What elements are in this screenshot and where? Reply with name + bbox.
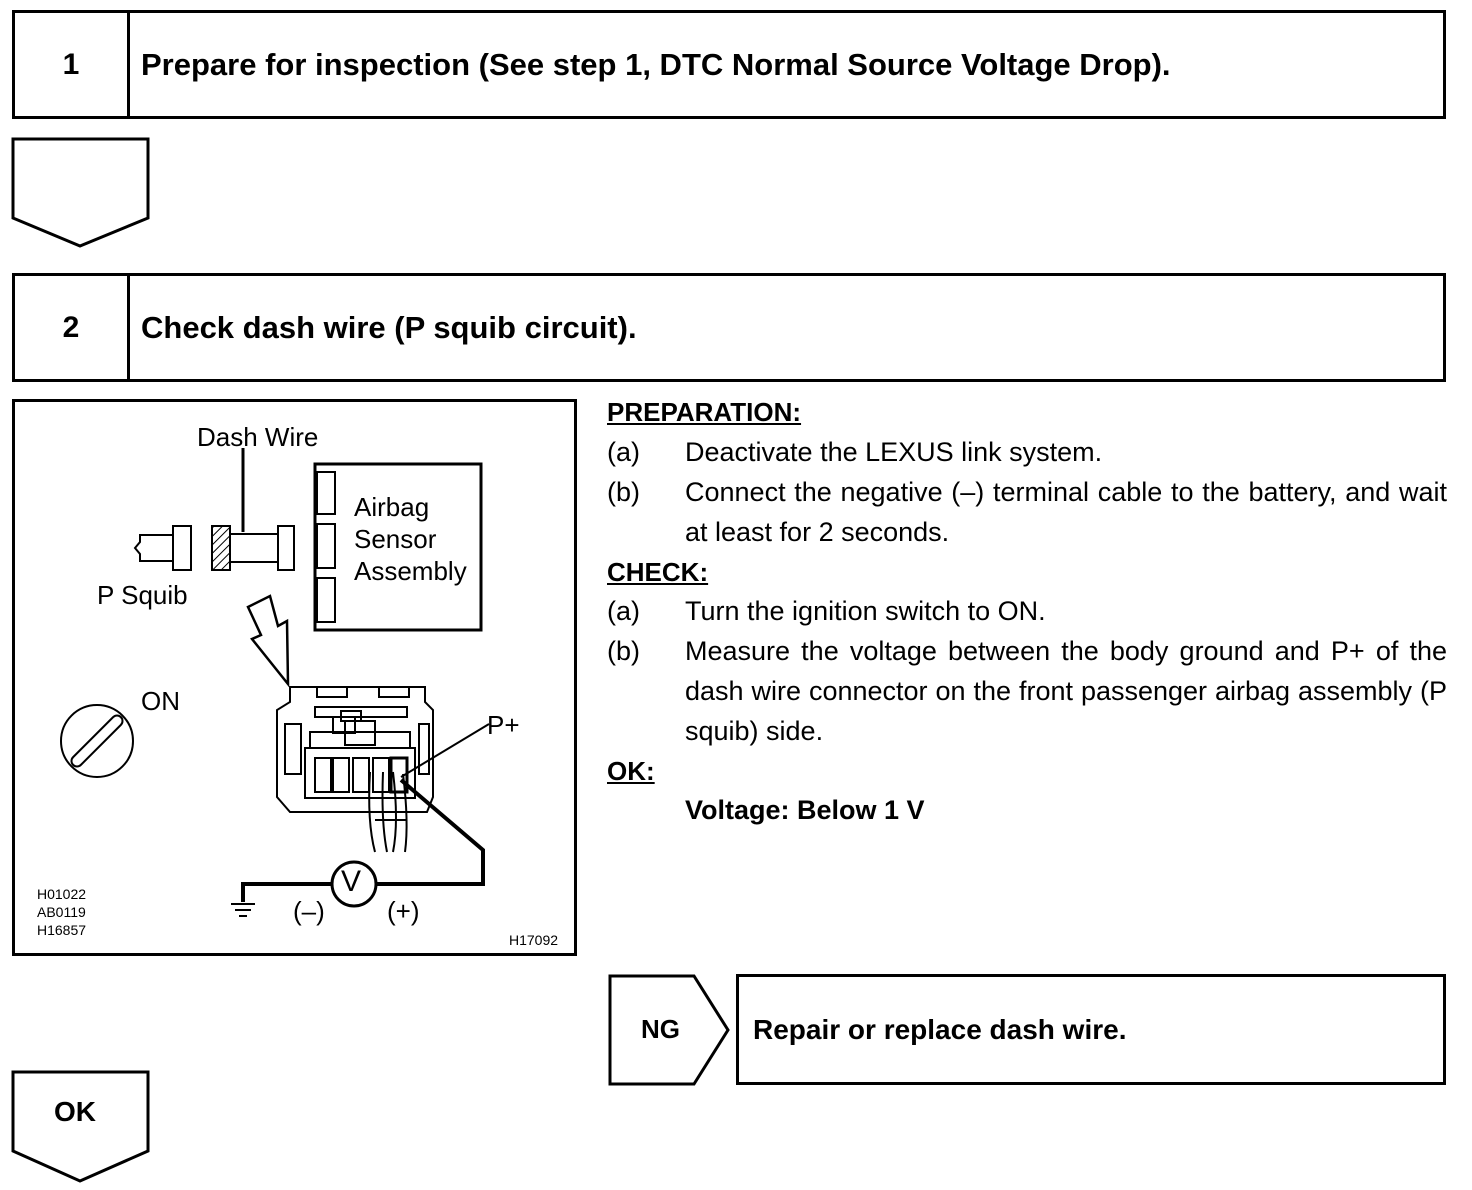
airbag-sensor-box: [313, 462, 483, 632]
p-squib-connector: [172, 525, 192, 571]
label-dash-wire: Dash Wire: [197, 422, 319, 452]
ok-tag: OK: [54, 1096, 96, 1127]
dash-wire-hatched-connector: [211, 525, 231, 571]
check-b-text: Measure the voltage between the body gro…: [685, 636, 1447, 746]
step-2-title: Check dash wire (P squib circuit).: [141, 309, 637, 345]
check-a-marker: (a): [607, 596, 640, 626]
wiring-figure: Dash Wire Airbag Sensor Assembly P Squib…: [12, 399, 577, 956]
prep-a-text: Deactivate the LEXUS link system.: [685, 437, 1103, 467]
check-heading: CHECK:: [607, 557, 709, 587]
label-airbag-line1: Airbag: [354, 492, 430, 522]
ok-flow-arrow: [11, 1070, 150, 1183]
label-positive: (+): [387, 896, 420, 926]
ground-icon: [231, 903, 255, 917]
wiring-diagram: [60, 448, 490, 917]
step-2-number: 2: [15, 276, 130, 379]
figure-code-right: H17092: [509, 932, 559, 948]
flow-arrow-1: [11, 137, 150, 248]
step-1-number: 1: [15, 13, 130, 116]
step-1-box: 1 Prepare for inspection (See step 1, DT…: [12, 10, 1446, 119]
prep-b-text: Connect the negative (–) terminal cable …: [685, 477, 1447, 547]
figure-code-left-2: AB0119: [37, 904, 86, 920]
label-negative: (–): [293, 896, 325, 926]
voltmeter: [330, 860, 378, 908]
ng-tag-shape: [608, 974, 730, 1086]
ng-action-box: Repair or replace dash wire.: [736, 974, 1446, 1085]
dash-wire-connector-detail: [276, 686, 434, 853]
label-p-plus: P+: [487, 710, 520, 740]
step-2-box: 2 Check dash wire (P squib circuit).: [12, 273, 1446, 382]
label-airbag-line3: Assembly: [354, 556, 467, 586]
label-on: ON: [141, 686, 180, 716]
check-b-marker: (b): [607, 636, 640, 666]
ok-heading: OK:: [607, 756, 655, 786]
label-airbag-line2: Sensor: [354, 524, 437, 554]
step-1-title: Prepare for inspection (See step 1, DTC …: [141, 46, 1171, 82]
ng-action-text: Repair or replace dash wire.: [753, 1013, 1127, 1045]
figure-code-left-1: H01022: [37, 886, 87, 902]
hollow-arrow: [246, 594, 290, 688]
preparation-heading: PREPARATION:: [607, 397, 802, 427]
figure-code-left-3: H16857: [37, 922, 87, 938]
prep-b-marker: (b): [607, 477, 640, 507]
label-p-squib: P Squib: [97, 580, 188, 610]
check-a-text: Turn the ignition switch to ON.: [685, 596, 1046, 626]
label-meter: V: [341, 865, 362, 898]
ok-value: Voltage: Below 1 V: [685, 795, 925, 825]
ng-tag: NG: [641, 1014, 680, 1044]
prep-a-marker: (a): [607, 437, 640, 467]
